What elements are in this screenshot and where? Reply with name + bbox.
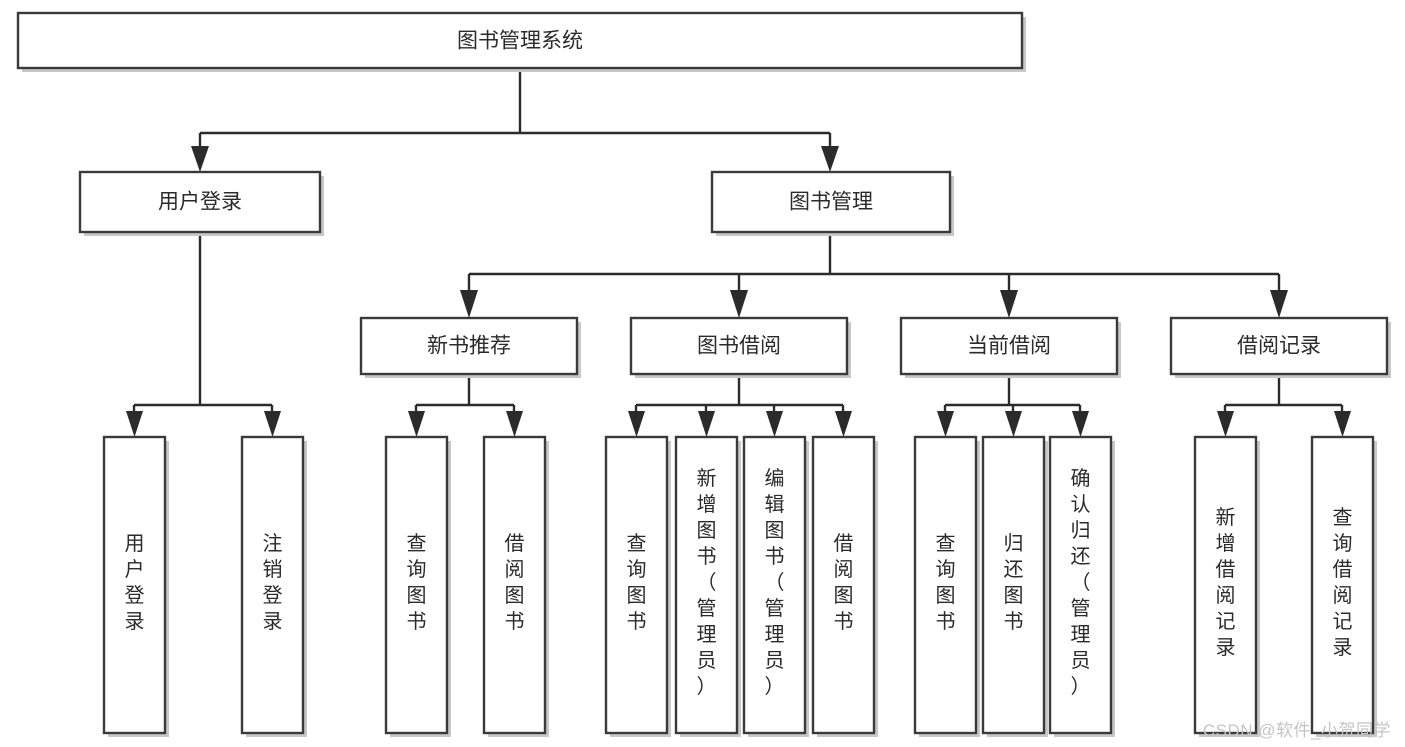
leaf-node[interactable]: 查询图书: [913, 435, 980, 737]
leaf-label: 借阅图书: [834, 532, 854, 633]
borrow-record-box[interactable]: [1169, 316, 1389, 376]
leaf-label: 查询图书: [627, 532, 647, 633]
leaf-label: 查询图书: [936, 532, 956, 633]
leaf-label: 查询借阅记录: [1333, 506, 1353, 659]
root-label: 图书管理系统: [457, 30, 583, 53]
arrowhead-leaf-add-book: [698, 411, 715, 437]
leaf-label: 查询图书: [407, 532, 427, 633]
leaf-label: 归还图书: [1004, 532, 1024, 633]
leaf-node[interactable]: 新增图书（管理员）: [674, 435, 741, 737]
leaf-node[interactable]: 编辑图书（管理员）: [742, 435, 809, 737]
leaf-label: 借阅图书: [505, 532, 525, 633]
arrowhead-leaf-add-record: [1217, 411, 1234, 437]
arrowhead-leaf-return-book: [1005, 411, 1022, 437]
user-login-label: 用户登录: [158, 191, 242, 214]
leaf-node[interactable]: 注销登录: [240, 435, 307, 737]
leaf-node[interactable]: 确认归还（管理员）: [1048, 435, 1115, 737]
leaf-box[interactable]: [1310, 435, 1375, 735]
leaf-node[interactable]: 新增借阅记录: [1193, 435, 1260, 737]
root-box[interactable]: [16, 11, 1024, 70]
leaf-label: 新增借阅记录: [1216, 506, 1236, 659]
user-login-box[interactable]: [78, 170, 322, 234]
arrowhead-leaf-query-book-2: [628, 411, 645, 437]
node-user-login[interactable]: 用户登录: [78, 170, 324, 236]
leaf-box[interactable]: [1193, 435, 1258, 735]
node-root[interactable]: 图书管理系统: [16, 11, 1026, 72]
leaf-label: 确认归还（管理员）: [1071, 467, 1091, 698]
new-book-recommend-label: 新书推荐: [427, 335, 511, 358]
book-management-box[interactable]: [710, 170, 952, 234]
arrowhead-current-borrow: [1000, 290, 1018, 318]
arrowhead-leaf-confirm-return: [1072, 411, 1089, 437]
leaf-box[interactable]: [981, 435, 1046, 735]
leaf-box[interactable]: [482, 435, 547, 735]
leaf-box[interactable]: [102, 435, 167, 735]
arrowhead-leaf-user-login: [126, 411, 143, 437]
node-new-book-recommend[interactable]: 新书推荐: [359, 316, 581, 378]
arrowhead-leaf-edit-book: [766, 411, 783, 437]
leaf-box[interactable]: [1048, 435, 1113, 735]
leaf-label: 用户登录: [125, 533, 145, 633]
leaf-box[interactable]: [240, 435, 305, 735]
leaf-node[interactable]: 查询图书: [384, 435, 451, 737]
leaf-box[interactable]: [811, 435, 876, 735]
arrowhead-book-borrow: [730, 290, 748, 318]
node-book-management[interactable]: 图书管理: [710, 170, 954, 236]
book-management-label: 图书管理: [789, 191, 873, 214]
node-borrow-record[interactable]: 借阅记录: [1169, 316, 1391, 378]
connector-layer: [126, 68, 1351, 437]
arrowhead-leaf-borrow-book-1: [506, 411, 523, 437]
arrowhead-leaf-query-book-3: [937, 411, 954, 437]
arrowhead-user-login: [191, 146, 209, 172]
leaf-node[interactable]: 借阅图书: [811, 435, 878, 737]
current-borrow-label: 当前借阅: [967, 335, 1051, 358]
arrowhead-borrow-record: [1270, 290, 1288, 318]
current-borrow-box[interactable]: [899, 316, 1119, 376]
leaf-box[interactable]: [674, 435, 739, 735]
leaf-node[interactable]: 归还图书: [981, 435, 1048, 737]
new-book-recommend-box[interactable]: [359, 316, 579, 376]
arrowhead-leaf-borrow-book-2: [835, 411, 852, 437]
node-current-borrow[interactable]: 当前借阅: [899, 316, 1121, 378]
arrowhead-book-mgmt: [821, 146, 839, 172]
leaf-node[interactable]: 用户登录: [102, 435, 169, 737]
leaf-label: 新增图书（管理员）: [697, 467, 717, 698]
leaf-node-layer: 用户登录 注销登录 查询图书 借阅图书 查询图书 新增图书（管理员） 编辑图书（管理员） 借阅…: [102, 435, 1377, 737]
leaf-box[interactable]: [604, 435, 669, 735]
borrow-record-label: 借阅记录: [1237, 335, 1321, 358]
book-borrow-label: 图书借阅: [697, 335, 781, 358]
leaf-node[interactable]: 查询借阅记录: [1310, 435, 1377, 737]
book-borrow-box[interactable]: [629, 316, 849, 376]
leaf-node[interactable]: 查询图书: [604, 435, 671, 737]
node-book-borrow[interactable]: 图书借阅: [629, 316, 851, 378]
arrowhead-new-book-rec: [460, 290, 478, 318]
leaf-node[interactable]: 借阅图书: [482, 435, 549, 737]
arrowhead-leaf-logout: [264, 411, 281, 437]
arrowhead-leaf-query-record: [1334, 411, 1351, 437]
leaf-label: 编辑图书（管理员）: [765, 467, 785, 698]
leaf-label: 注销登录: [263, 532, 283, 633]
leaf-box[interactable]: [384, 435, 449, 735]
arrowhead-leaf-query-book-1: [408, 411, 425, 437]
leaf-box[interactable]: [913, 435, 978, 735]
leaf-box[interactable]: [742, 435, 807, 735]
